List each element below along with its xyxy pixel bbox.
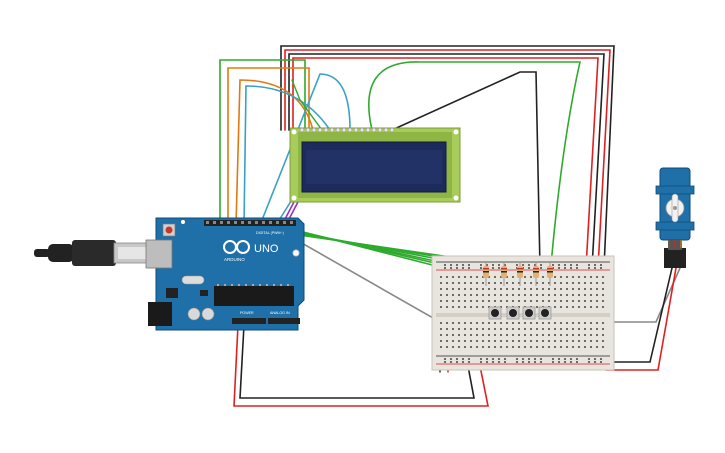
resistor-3 <box>517 262 523 286</box>
power-header <box>232 318 266 324</box>
wire-blue-lcd-d2 <box>259 73 351 226</box>
pushbutton-4[interactable] <box>538 306 552 320</box>
wire-red-power <box>233 324 489 407</box>
wire-blue-lcd-d <box>243 85 331 226</box>
lcd-display <box>289 127 461 203</box>
analog-header <box>268 318 300 324</box>
crystal <box>181 275 205 285</box>
capacitor-2 <box>201 307 215 321</box>
wire-orange-lcd-d2 <box>235 79 314 226</box>
usb-cable <box>34 240 155 266</box>
usb-jack <box>145 239 173 269</box>
resistor-1 <box>483 262 489 286</box>
wire-red-top-2 <box>292 57 599 269</box>
wire-green-lcd-d4 <box>291 79 323 131</box>
wire-black-servo <box>605 267 673 363</box>
wire-black-top-2 <box>288 53 605 269</box>
capacitor-1 <box>187 307 201 321</box>
uno-label: UNO <box>254 243 279 255</box>
resistor-4 <box>533 262 539 286</box>
analog-header-label: ANALOG IN <box>270 311 290 315</box>
breadboard-holes <box>440 264 604 363</box>
wire-black-power <box>239 324 475 399</box>
wire-black-lcd-to-bb <box>391 71 541 269</box>
atmega-chip <box>214 286 294 306</box>
resistor-2 <box>501 262 507 286</box>
pushbutton-2[interactable] <box>506 306 520 320</box>
digital-pins <box>206 221 293 224</box>
wire-orange-lcd-d <box>227 67 310 226</box>
resistor-5 <box>547 262 553 286</box>
power-header-label: POWER <box>240 311 254 315</box>
digital-header-label: DIGITAL (PWM~) <box>256 231 284 235</box>
arduino-brand-label: ARDUINO <box>224 257 245 262</box>
servo-motor <box>655 167 695 268</box>
arduino-logo: UNO ARDUINO <box>223 240 279 262</box>
pushbutton-3[interactable] <box>522 306 536 320</box>
wire-green-lcd-d <box>219 59 306 226</box>
arduino-uno-board: UNO ARDUINO DIGITAL (PWM~) POWER ANALOG … <box>145 217 305 331</box>
wire-red-servo <box>605 267 677 371</box>
servo-connector <box>664 248 686 268</box>
pushbutton-1[interactable] <box>488 306 502 320</box>
pushbuttons <box>488 306 552 320</box>
lcd-pin-header <box>299 127 395 133</box>
resistors <box>483 262 553 286</box>
power-jack <box>148 302 172 326</box>
wire-green-lcd-to-bb <box>368 61 582 301</box>
